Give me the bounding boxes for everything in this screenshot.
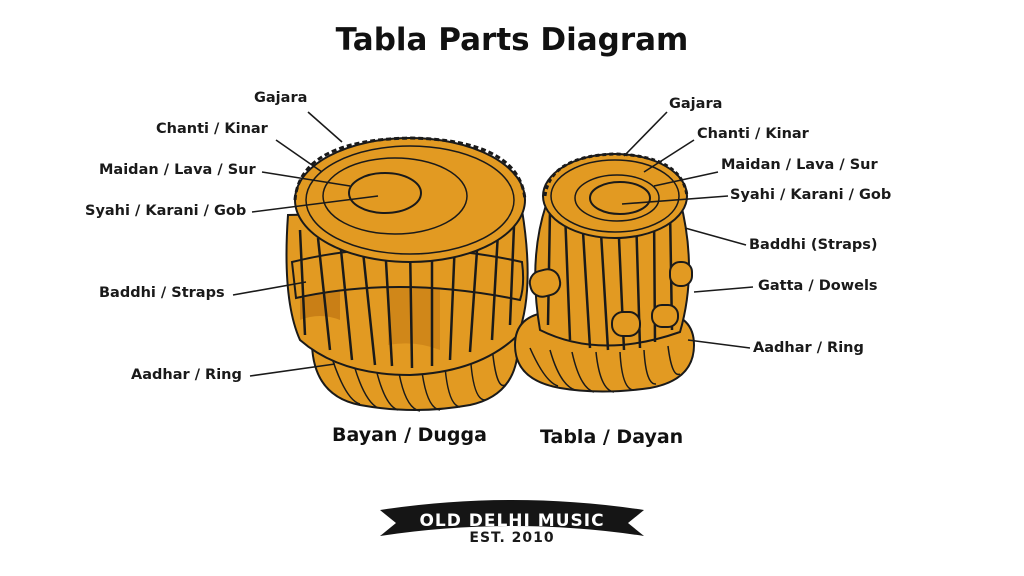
brand-ribbon: [380, 500, 644, 536]
brand-est: EST. 2010: [469, 530, 555, 546]
bayan-label-syahi: Syahi / Karani / Gob: [85, 203, 247, 219]
dayan-label-chanti: Chanti / Kinar: [697, 126, 809, 142]
bayan-label-baddhi: Baddhi / Straps: [99, 285, 225, 301]
bayan-label-gajara: Gajara: [254, 90, 308, 106]
bayan-label-aadhar: Aadhar / Ring: [131, 367, 242, 383]
dayan-label-gajara: Gajara: [669, 96, 723, 112]
dayan-syahi: [589, 181, 651, 215]
bayan-name: Bayan / Dugga: [332, 424, 487, 446]
brand-name: OLD DELHI MUSIC: [419, 511, 605, 531]
dayan-drum: [513, 152, 696, 393]
dayan-label-baddhi: Baddhi (Straps): [749, 237, 878, 253]
dayan-gatta: [528, 268, 562, 298]
bayan-drum: [285, 136, 529, 412]
bayan-syahi: [348, 172, 422, 214]
dayan-name: Tabla / Dayan: [540, 426, 684, 448]
page-title: Tabla Parts Diagram: [335, 22, 689, 58]
dayan-label-gatta: Gatta / Dowels: [758, 278, 878, 294]
dayan-label-maidan: Maidan / Lava / Sur: [721, 157, 878, 173]
bayan-label-chanti: Chanti / Kinar: [156, 121, 268, 137]
bayan-label-maidan: Maidan / Lava / Sur: [99, 162, 256, 178]
leader-lines: [232, 111, 754, 377]
dayan-body: [534, 198, 690, 347]
dayan-label-syahi: Syahi / Karani / Gob: [730, 187, 892, 203]
dayan-label-aadhar: Aadhar / Ring: [753, 340, 864, 356]
